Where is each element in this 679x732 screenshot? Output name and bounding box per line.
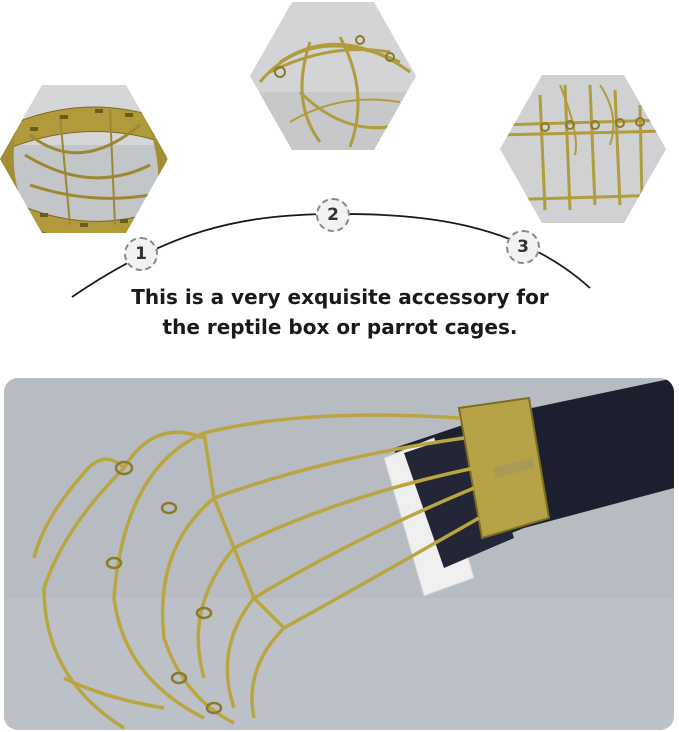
hexagon-image-1 xyxy=(0,85,168,233)
step-badge-1: 1 xyxy=(124,237,158,271)
step-badge-2: 2 xyxy=(316,198,350,232)
product-caption: This is a very exquisite accessory for t… xyxy=(60,282,620,342)
step-badge-3: 3 xyxy=(506,230,540,264)
step-number: 1 xyxy=(135,244,147,264)
hexagon-image-3 xyxy=(500,75,666,223)
hexagon-image-2 xyxy=(250,2,416,150)
caption-line-2: the reptile box or parrot cages. xyxy=(162,315,518,339)
lamp-cage-illustration xyxy=(4,378,674,730)
caption-line-1: This is a very exquisite accessory for xyxy=(131,285,549,309)
timeline-arc xyxy=(71,213,591,298)
step-number: 3 xyxy=(517,237,529,257)
product-photo xyxy=(4,378,674,730)
step-number: 2 xyxy=(327,205,339,225)
